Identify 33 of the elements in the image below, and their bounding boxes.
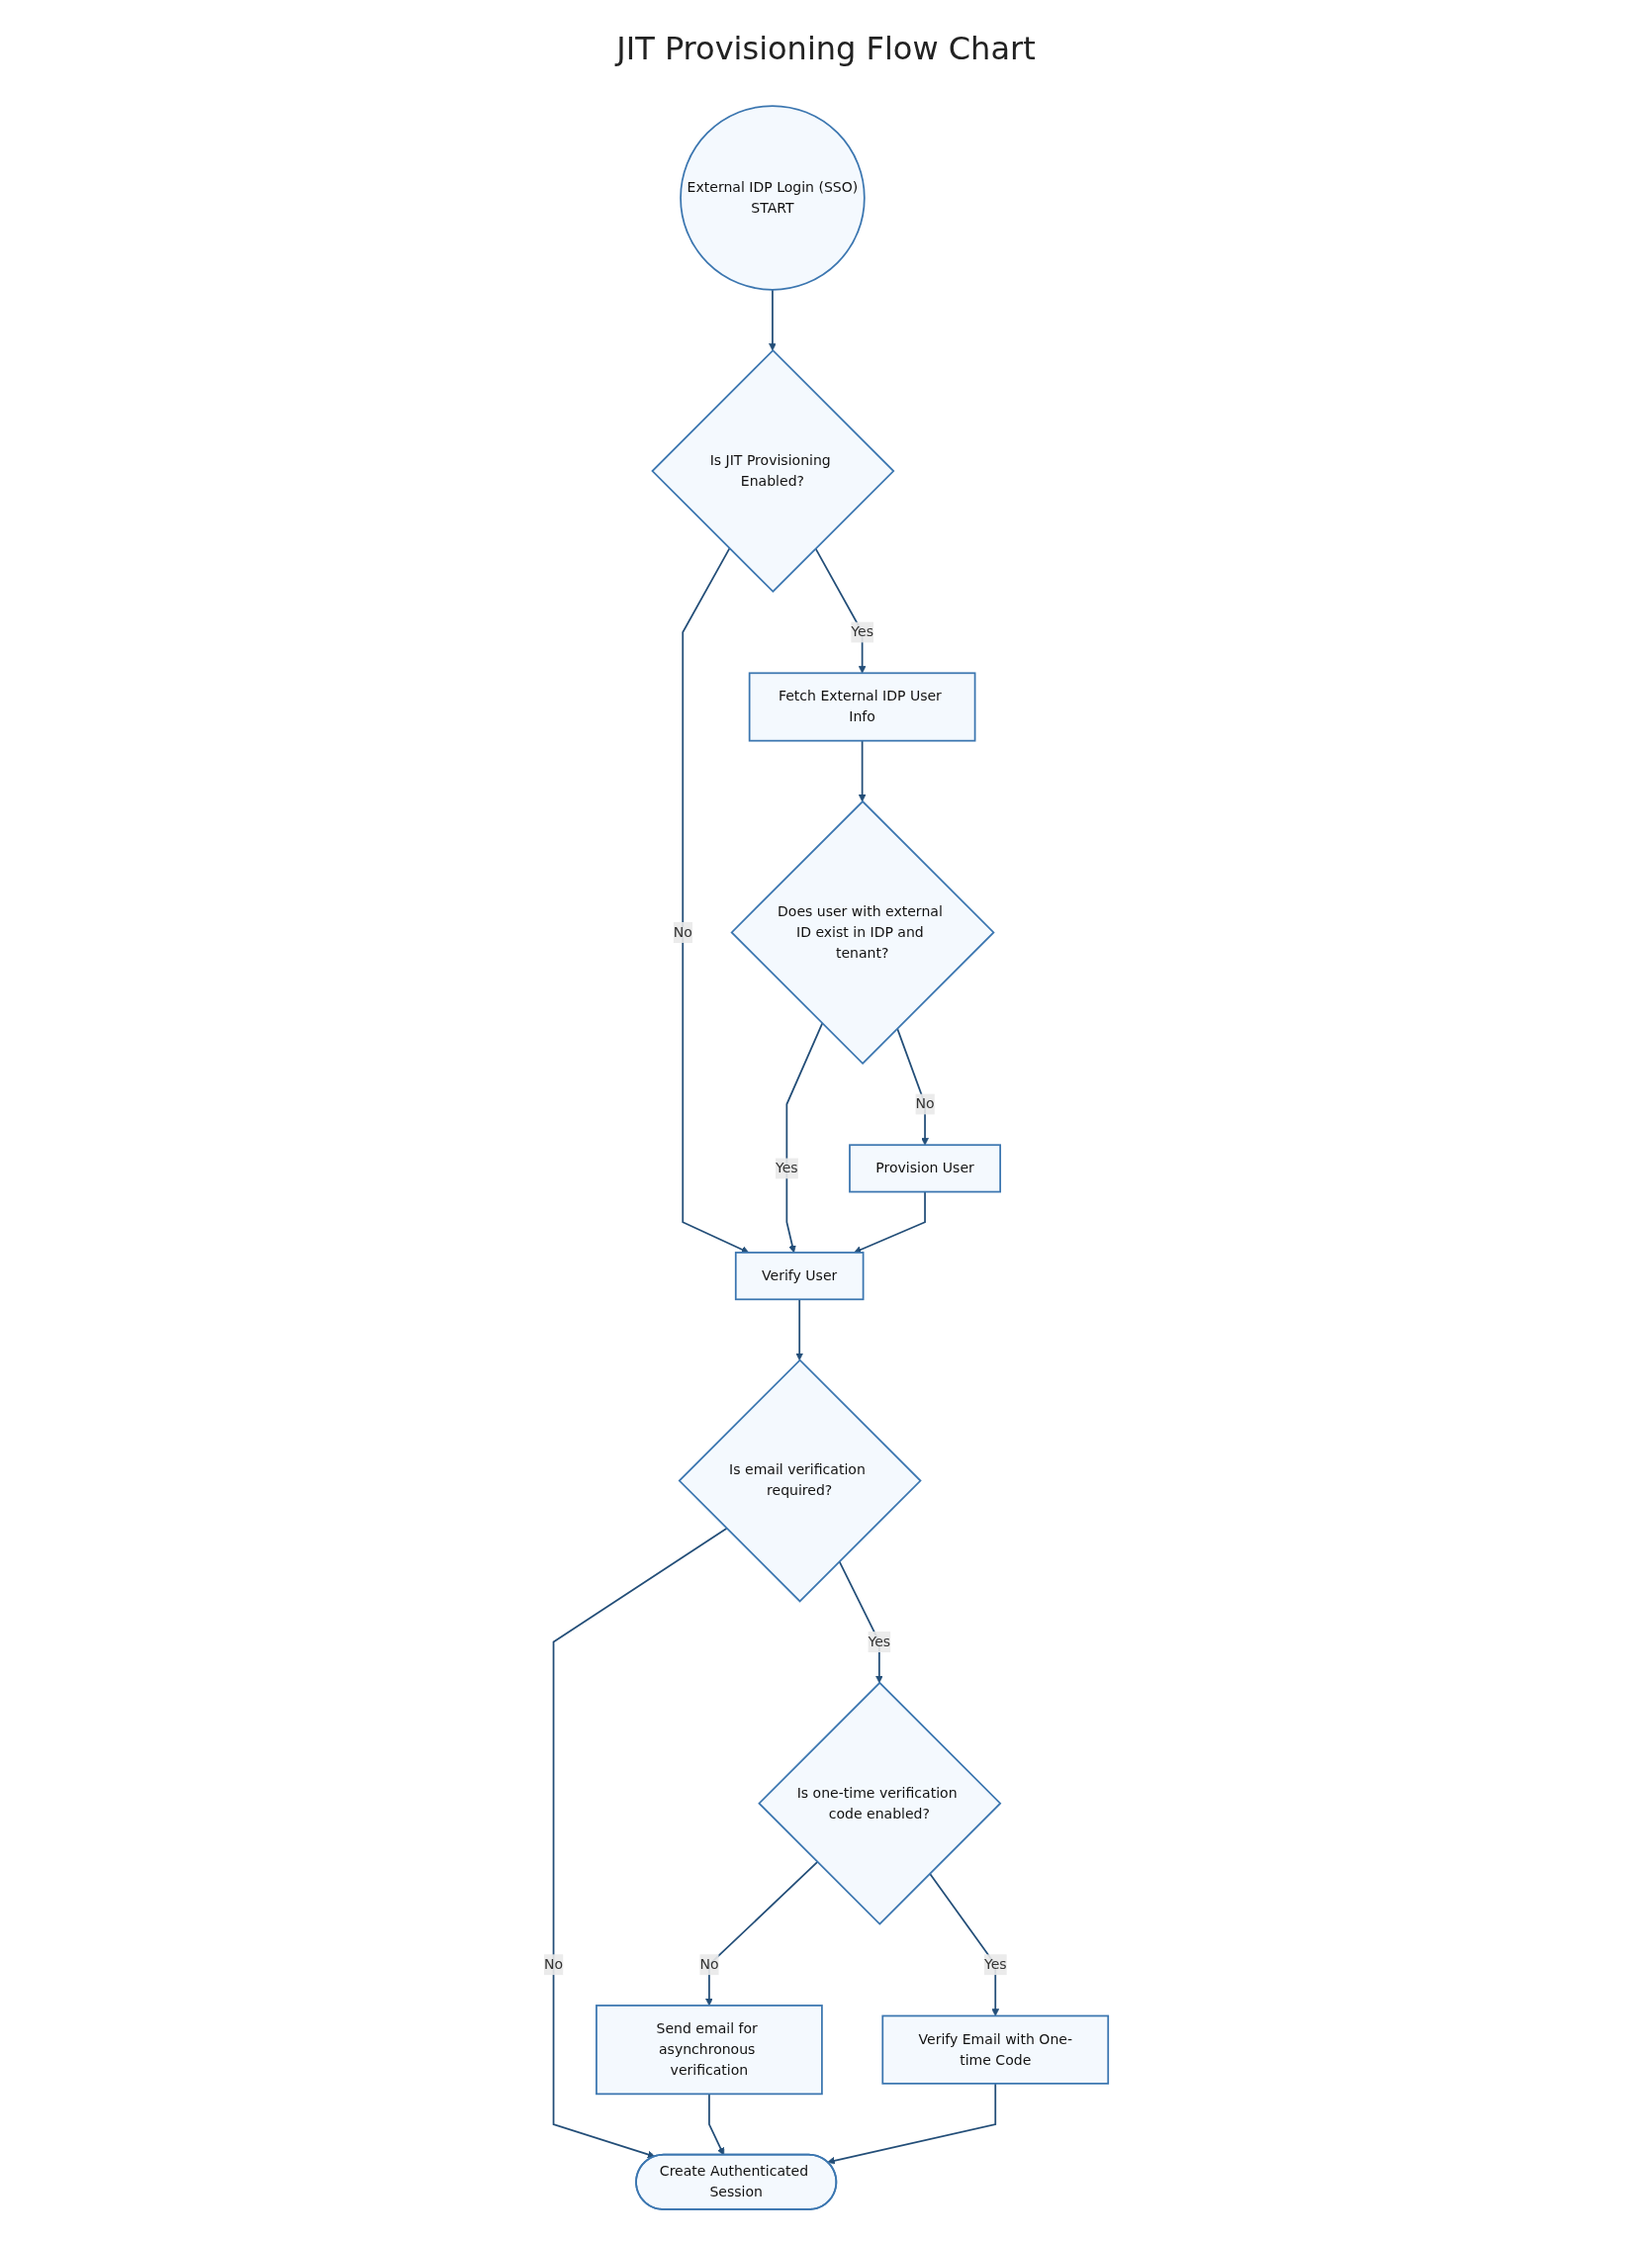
arrow — [814, 547, 867, 674]
node-box: Provision User — [848, 1144, 1001, 1193]
node-diamond: Is one-time verification code enabled? — [758, 1681, 1002, 1925]
arrow — [552, 1527, 728, 2159]
arrow — [704, 1861, 819, 2007]
node-box: Verify User — [734, 1252, 865, 1301]
edge-label: Yes — [851, 623, 873, 640]
node-box: Send email for asynchronous verification — [595, 2005, 823, 2096]
node-box: Fetch External IDP User Info — [748, 672, 976, 742]
edge-label: No — [673, 923, 692, 941]
node-circle: External IDP Login (SSO) START — [680, 105, 866, 291]
node-diamond: Is email verification required? — [678, 1358, 922, 1603]
node-diamond: Is JIT Provisioning Enabled? — [651, 348, 895, 594]
arrow — [838, 1560, 883, 1684]
edge-label: No — [915, 1095, 935, 1112]
diagram-title: JIT Provisioning Flow Chart — [613, 30, 1037, 67]
arrow — [858, 739, 867, 802]
arrow — [768, 288, 777, 351]
node-box: Verify Email with One-time Code — [881, 2014, 1109, 2085]
arrow — [827, 2082, 996, 2165]
edge-label: Yes — [775, 1160, 798, 1176]
arrow — [928, 1872, 999, 2016]
edge-label: No — [543, 1955, 563, 1973]
arrow — [896, 1027, 929, 1146]
node-diamond: Does user with external ID exist in IDP and tenant? — [730, 799, 995, 1066]
edge-label: No — [699, 1955, 719, 1973]
arrow — [682, 547, 750, 1254]
arrow — [795, 1298, 803, 1360]
edge-label: Yes — [983, 1955, 1007, 1973]
arrow — [853, 1190, 926, 1254]
edge-label: Yes — [868, 1633, 891, 1650]
arrow — [785, 1022, 823, 1254]
arrow — [707, 2093, 725, 2156]
